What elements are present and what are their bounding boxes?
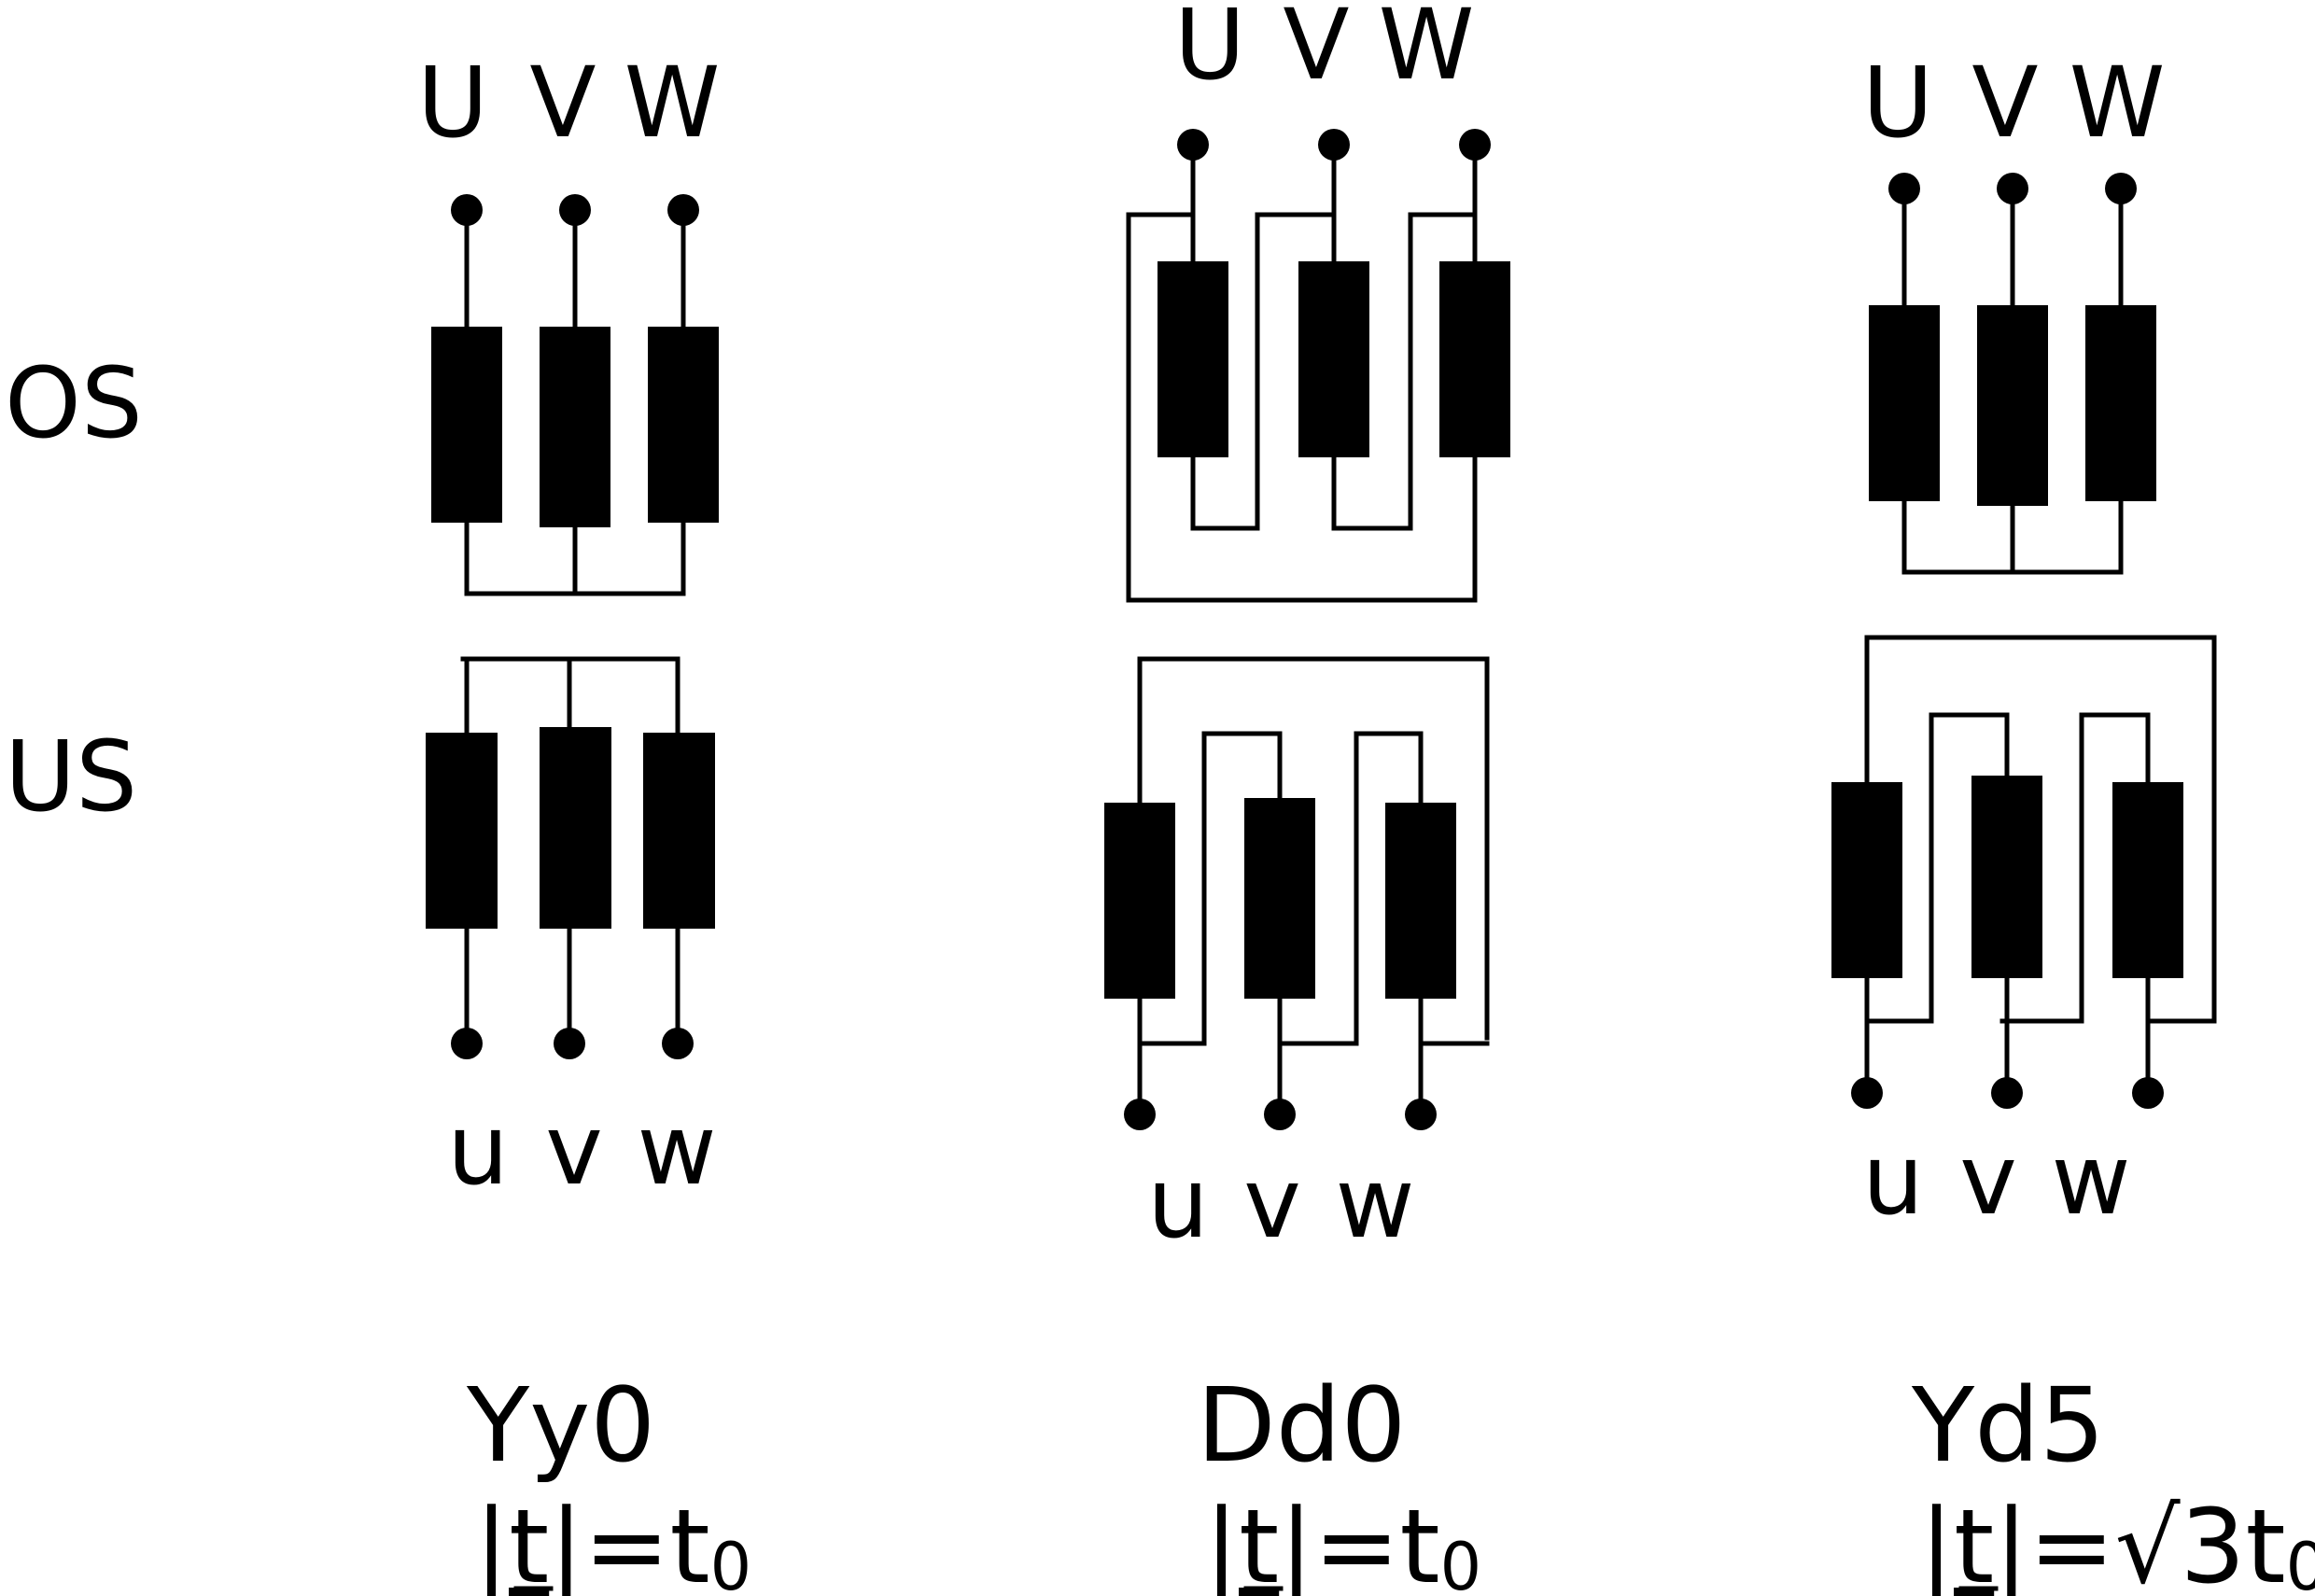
terminal-dot <box>2132 1077 2164 1109</box>
delta-link <box>1864 635 2217 1024</box>
delta-link <box>1190 212 1337 531</box>
coil <box>1158 261 1228 457</box>
coil <box>1104 803 1175 999</box>
yd5-primary-terminal-u: U <box>1862 46 1933 160</box>
dd0-secondary-terminal-u: u <box>1147 1146 1209 1260</box>
secondary-side-label: US <box>5 720 137 833</box>
dd0-secondary-terminal-v: v <box>1243 1146 1301 1260</box>
coil <box>431 327 502 523</box>
connection-wire <box>464 926 680 1046</box>
yd5-secondary-terminal-u: u <box>1862 1123 1924 1237</box>
star-point <box>460 656 680 735</box>
dd0-secondary-terminal-w: w <box>1335 1146 1414 1260</box>
coil <box>1831 782 1902 978</box>
dd0-secondary-winding <box>1104 656 1490 1130</box>
delta-link <box>1126 212 1478 603</box>
terminal-dot <box>451 1028 483 1059</box>
coil <box>540 327 610 527</box>
group-dd0: U V W u <box>1104 0 1510 1596</box>
terminal-dot <box>662 1028 694 1059</box>
yy0-secondary-terminal-v: v <box>545 1093 603 1207</box>
star-point <box>464 520 686 596</box>
coil <box>426 733 498 929</box>
dd0-primary-winding <box>1126 129 1510 603</box>
coil <box>1971 776 2042 978</box>
delta-link <box>1929 712 2010 1024</box>
coil <box>1869 305 1940 501</box>
yd5-primary-terminal-v: V <box>1971 46 2038 160</box>
yd5-vector-group-name: Yd5 <box>1911 1365 2105 1485</box>
coil <box>1977 305 2048 506</box>
connection-wire <box>1901 186 2124 308</box>
star-point <box>1901 498 2124 575</box>
coil <box>2112 782 2183 978</box>
coil <box>2085 305 2156 501</box>
connection-wire <box>1190 142 1478 264</box>
coil <box>1439 261 1510 457</box>
dd0-primary-terminal-w: W <box>1379 0 1475 102</box>
coil <box>648 327 719 523</box>
yd5-secondary-winding <box>1831 635 2217 1109</box>
yd5-primary-winding <box>1869 173 2156 575</box>
group-yy0: U V W u v w Yy0 |t|= <box>417 46 751 1596</box>
coil <box>1298 261 1369 457</box>
yy0-primary-terminal-w: W <box>624 46 721 160</box>
dd0-primary-terminal-u: U <box>1174 0 1245 102</box>
yy0-primary-winding <box>431 194 719 596</box>
terminal-dot <box>1124 1099 1156 1130</box>
dd0-ratio-formula: |t|=t0 <box>1204 1487 1481 1596</box>
yd5-secondary-terminal-w: w <box>2051 1123 2130 1237</box>
yy0-secondary-terminal-w: w <box>637 1093 716 1207</box>
terminal-dot <box>1264 1099 1296 1130</box>
terminal-dot <box>1991 1077 2023 1109</box>
delta-link <box>1201 731 1283 1046</box>
coil <box>540 727 611 929</box>
connection-wire <box>1137 996 1424 1117</box>
yy0-secondary-terminal-u: u <box>447 1093 509 1207</box>
yy0-secondary-winding <box>426 656 715 1059</box>
delta-link <box>1331 212 1478 531</box>
yd5-ratio-formula: |t|=√3t0 <box>1919 1487 2315 1596</box>
dd0-vector-group-name: Dd0 <box>1197 1365 1407 1485</box>
terminal-dot <box>554 1028 585 1059</box>
primary-side-label: OS <box>5 346 143 460</box>
group-yd5: U V W u v w Y <box>1831 46 2315 1596</box>
yd5-secondary-terminal-v: v <box>1959 1123 2017 1237</box>
connection-wire <box>1864 975 2151 1096</box>
yd5-primary-terminal-w: W <box>2069 46 2166 160</box>
yy0-primary-terminal-u: U <box>417 46 488 160</box>
dd0-primary-terminal-v: V <box>1283 0 1349 102</box>
terminal-dot <box>1405 1099 1437 1130</box>
yy0-primary-terminal-v: V <box>529 46 596 160</box>
delta-link <box>1354 731 1424 1046</box>
coil <box>1385 803 1456 999</box>
coil <box>1244 798 1315 999</box>
yy0-vector-group-name: Yy0 <box>466 1365 655 1485</box>
delta-link <box>1137 656 1490 1041</box>
coil <box>643 733 715 929</box>
delta-link <box>2079 712 2151 1024</box>
yy0-ratio-formula: |t|=t0 <box>474 1487 751 1596</box>
connection-wire <box>464 207 686 329</box>
terminal-dot <box>1851 1077 1883 1109</box>
